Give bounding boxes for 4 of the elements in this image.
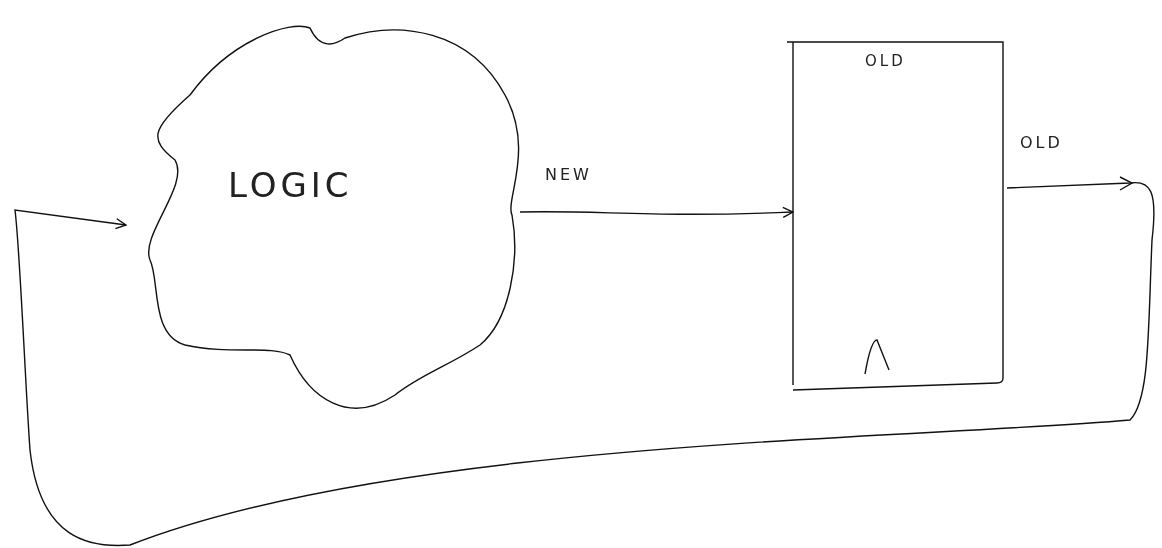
register-label: OLD bbox=[865, 52, 906, 70]
edge-label: NEW bbox=[545, 165, 592, 184]
edge-label: OLD bbox=[1020, 133, 1063, 152]
logic-label: LOGIC bbox=[228, 165, 353, 205]
